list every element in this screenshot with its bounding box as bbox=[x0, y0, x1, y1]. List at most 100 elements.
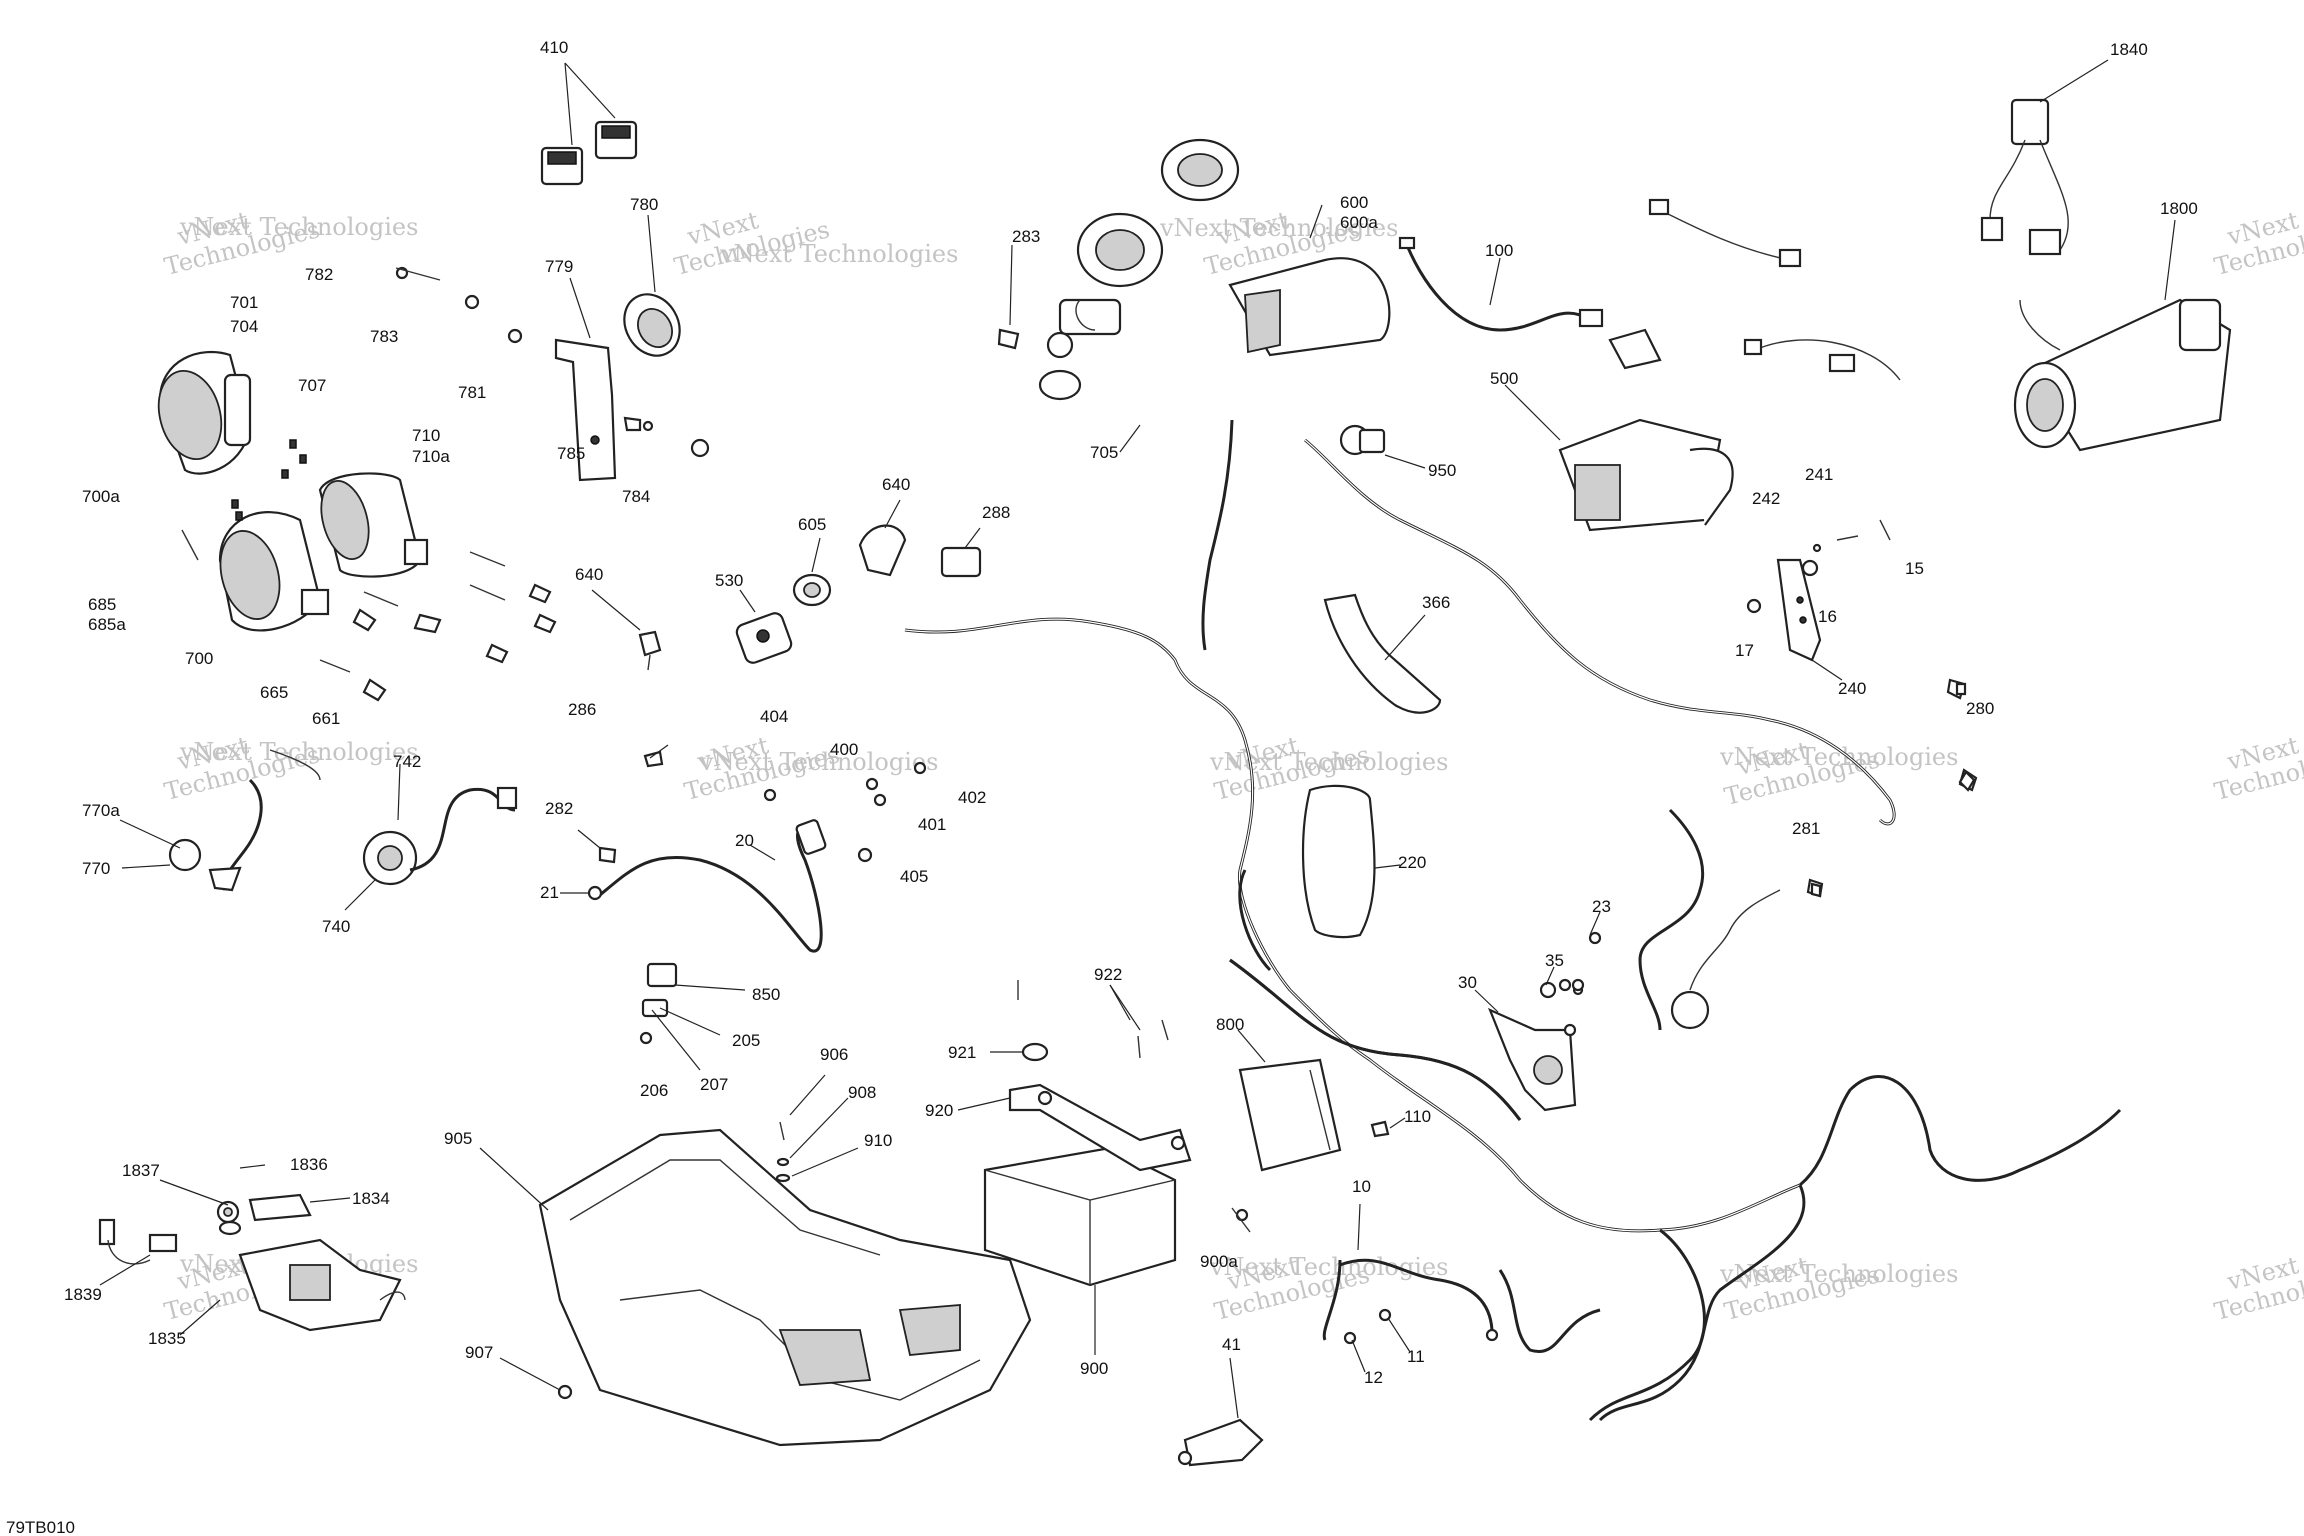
callout-908: 908 bbox=[848, 1083, 876, 1102]
callout-700a: 700a bbox=[82, 487, 120, 506]
callout-906: 906 bbox=[820, 1045, 848, 1064]
callout-1800: 1800 bbox=[2160, 199, 2198, 218]
callout-10: 10 bbox=[1352, 1177, 1371, 1196]
callout-600: 600 bbox=[1340, 193, 1368, 212]
callout-20: 20 bbox=[735, 831, 754, 850]
callout-21: 21 bbox=[540, 883, 559, 902]
callout-207: 207 bbox=[700, 1075, 728, 1094]
throttle-body-600 bbox=[997, 138, 1391, 453]
callout-15: 15 bbox=[1905, 559, 1924, 578]
callout-30: 30 bbox=[1458, 973, 1477, 992]
callout-900: 900 bbox=[1080, 1359, 1108, 1378]
callout-35: 35 bbox=[1545, 951, 1564, 970]
callout-280: 280 bbox=[1966, 699, 1994, 718]
callout-710: 710 bbox=[412, 426, 440, 445]
callout-783: 783 bbox=[370, 327, 398, 346]
watermark-text: vNext Technologies bbox=[1209, 1253, 1448, 1281]
connectors-850 bbox=[639, 962, 746, 1071]
callout-850: 850 bbox=[752, 985, 780, 1004]
callout-1834: 1834 bbox=[352, 1189, 390, 1208]
assembly-1835 bbox=[98, 1164, 406, 1336]
callout-800: 800 bbox=[1216, 1015, 1244, 1034]
callout-288: 288 bbox=[982, 503, 1010, 522]
callout-779: 779 bbox=[545, 257, 573, 276]
module-800 bbox=[1237, 1029, 1342, 1172]
cable-100 bbox=[1398, 236, 1662, 370]
boot-220 bbox=[1301, 784, 1401, 939]
watermarks: vNext Technologies vNext Technologies vN… bbox=[162, 206, 2304, 1326]
battery-900 bbox=[983, 1146, 1177, 1355]
watermark-text: vNext Technologies bbox=[1719, 1260, 1958, 1288]
callout-400: 400 bbox=[830, 740, 858, 759]
callout-950: 950 bbox=[1428, 461, 1456, 480]
callout-12: 12 bbox=[1364, 1368, 1383, 1387]
callout-920: 920 bbox=[925, 1101, 953, 1120]
horn-780 bbox=[623, 214, 681, 357]
callout-402: 402 bbox=[958, 788, 986, 807]
relays-410 bbox=[540, 62, 638, 186]
callout-404: 404 bbox=[760, 707, 788, 726]
hose-366 bbox=[1323, 593, 1442, 714]
socket-740 bbox=[344, 763, 518, 911]
callout-100: 100 bbox=[1485, 241, 1513, 260]
callout-701: 701 bbox=[230, 293, 258, 312]
cable-10 bbox=[1322, 1203, 1499, 1373]
callout-282: 282 bbox=[545, 799, 573, 818]
callout-110: 110 bbox=[1404, 1107, 1431, 1126]
callout-685a: 685a bbox=[88, 615, 126, 634]
callout-742: 742 bbox=[393, 752, 421, 771]
callout-281: 281 bbox=[1792, 819, 1820, 838]
callout-704: 704 bbox=[230, 317, 258, 336]
actuator-500 bbox=[1504, 384, 1734, 532]
callout-1836: 1836 bbox=[290, 1155, 328, 1174]
callout-366: 366 bbox=[1422, 593, 1450, 612]
misc-right bbox=[1231, 682, 1976, 1233]
callout-707: 707 bbox=[298, 376, 326, 395]
headlight-710 bbox=[318, 472, 429, 578]
tray-905 bbox=[479, 1128, 1032, 1447]
callout-1839: 1839 bbox=[64, 1285, 102, 1304]
callout-740: 740 bbox=[322, 917, 350, 936]
callout-242: 242 bbox=[1752, 489, 1780, 508]
callout-770a: 770a bbox=[82, 801, 120, 820]
callout-705: 705 bbox=[1090, 443, 1118, 462]
callout-41: 41 bbox=[1222, 1335, 1241, 1354]
callout-780: 780 bbox=[630, 195, 658, 214]
callout-785: 785 bbox=[557, 444, 585, 463]
callout-605: 605 bbox=[798, 515, 826, 534]
callout-640a: 640 bbox=[575, 565, 603, 584]
callout-220: 220 bbox=[1398, 853, 1426, 872]
callout-910: 910 bbox=[864, 1131, 892, 1150]
callout-665: 665 bbox=[260, 683, 288, 702]
callout-685: 685 bbox=[88, 595, 116, 614]
screws-922 bbox=[990, 980, 1169, 1062]
callout-700: 700 bbox=[185, 649, 213, 668]
callout-410: 410 bbox=[540, 38, 568, 57]
small-fasteners-left bbox=[181, 266, 710, 702]
harness-right-upper bbox=[1648, 198, 1901, 381]
cable-20 bbox=[560, 819, 827, 953]
bracket-779 bbox=[554, 277, 617, 482]
switches-group bbox=[591, 499, 982, 671]
callout-labels: 410 780 779 782 783 781 785 784 701 704 … bbox=[64, 38, 2198, 1387]
diagram-code: 79TB010 bbox=[6, 1518, 75, 1536]
winch-1800 bbox=[2013, 219, 2232, 452]
bracket-240 bbox=[1746, 519, 1978, 898]
callout-661: 661 bbox=[312, 709, 340, 728]
watermark-text: vNext Technologies bbox=[699, 748, 938, 776]
holddown-920 bbox=[957, 1083, 1192, 1172]
callout-905: 905 bbox=[444, 1129, 472, 1148]
callout-1835: 1835 bbox=[148, 1329, 186, 1348]
main-harness bbox=[904, 419, 2122, 1422]
callout-710a: 710a bbox=[412, 447, 450, 466]
callout-241: 241 bbox=[1805, 465, 1833, 484]
callout-23: 23 bbox=[1592, 897, 1611, 916]
watermark-text: vNext Technologies bbox=[1209, 748, 1448, 776]
headlight-701 bbox=[157, 350, 252, 475]
callout-921: 921 bbox=[948, 1043, 976, 1062]
callout-405: 405 bbox=[900, 867, 928, 886]
fasteners-906-910 bbox=[499, 1074, 859, 1400]
headlight-700 bbox=[218, 511, 330, 632]
callout-283: 283 bbox=[1012, 227, 1040, 246]
